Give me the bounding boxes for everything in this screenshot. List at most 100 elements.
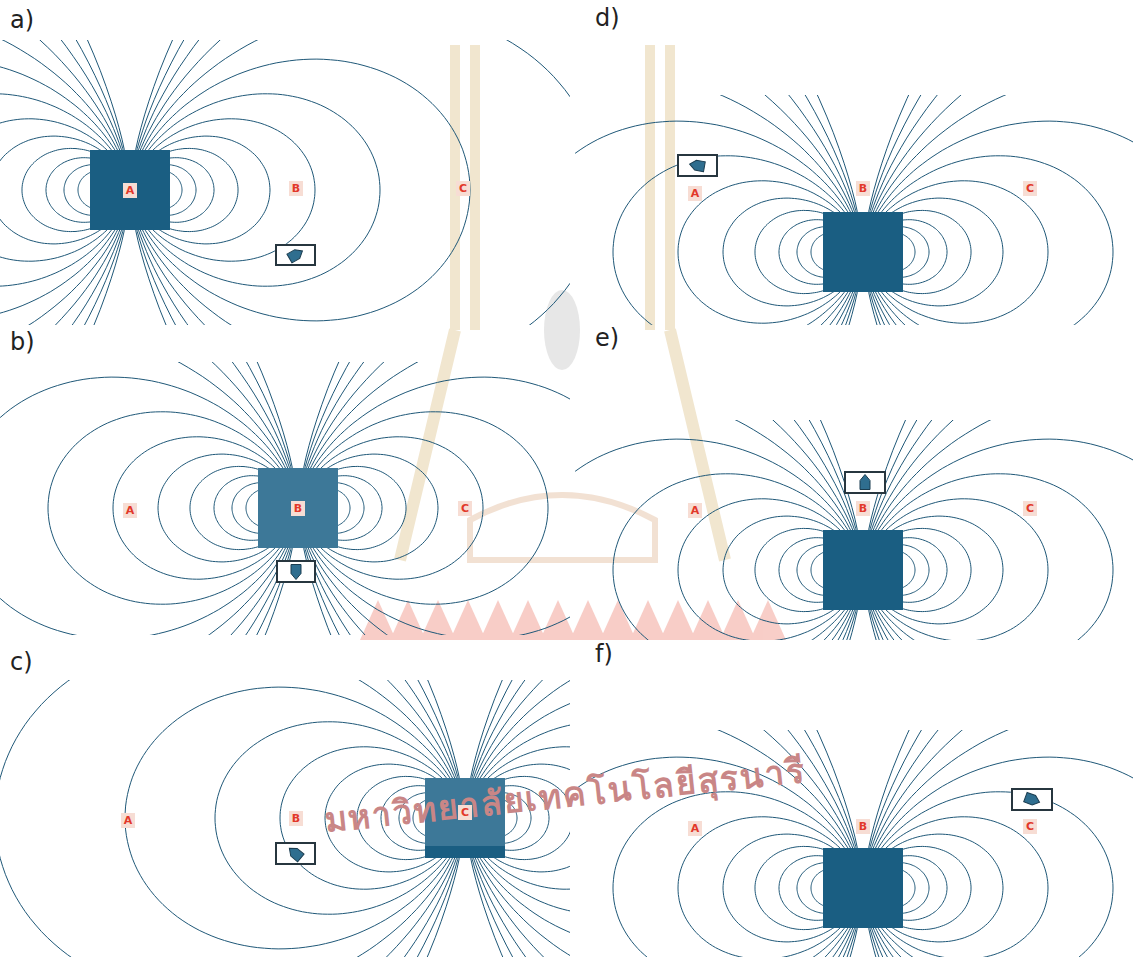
- point-label: C: [1023, 181, 1037, 196]
- field-line: [130, 40, 570, 325]
- compass-needle: [1024, 792, 1042, 807]
- field-lines: [0, 362, 570, 635]
- field-line: [0, 362, 298, 635]
- point-label: B: [856, 181, 870, 196]
- field-line: [863, 95, 1133, 325]
- field-line: [298, 377, 570, 635]
- point-label: C: [456, 181, 470, 196]
- panel-letter: e): [595, 324, 619, 352]
- point-label: B: [289, 811, 303, 826]
- field-lines: [0, 40, 570, 325]
- watermark-emblem: [470, 495, 655, 560]
- field-line: [863, 730, 1133, 957]
- compass: [845, 472, 885, 493]
- field-line: [863, 420, 1133, 640]
- point-label: B: [289, 181, 303, 196]
- compass: [1012, 789, 1052, 810]
- watermark-ray: [750, 600, 786, 640]
- field-line: [575, 730, 863, 957]
- field-lines: [0, 680, 570, 957]
- field-line: [298, 362, 570, 635]
- magnet: B: [258, 468, 338, 548]
- field-line: [575, 420, 863, 640]
- watermark-ray: [450, 600, 486, 640]
- compass: [678, 155, 717, 176]
- watermark-tower: [455, 45, 670, 330]
- compass-box: [845, 472, 885, 493]
- field-line: [130, 40, 570, 325]
- field-line: [863, 757, 1133, 957]
- compass-needle: [287, 247, 305, 263]
- magnet: [823, 848, 903, 928]
- field-line: [863, 730, 1133, 957]
- watermark-ray: [600, 600, 636, 640]
- field-line: [863, 95, 1133, 325]
- field-line: [575, 95, 863, 325]
- panel-letter: a): [10, 6, 34, 34]
- compass-needle: [286, 845, 304, 862]
- compass-box: [276, 843, 315, 864]
- field-line: [575, 420, 863, 640]
- compass: [277, 561, 315, 582]
- point-label: C: [458, 501, 472, 516]
- compass: [276, 245, 315, 265]
- field-line: [298, 362, 570, 635]
- watermark: มหาวิทยาลัยเทคโนโลยีสุรนารี: [322, 743, 809, 847]
- field-line: [575, 730, 863, 957]
- field-line: [130, 40, 570, 325]
- field-line: [298, 362, 570, 635]
- field-line: [298, 362, 570, 635]
- field-line: [575, 121, 863, 325]
- magnet: [823, 212, 903, 292]
- compass: [276, 843, 315, 864]
- point-label: A: [121, 813, 136, 828]
- point-label: A: [688, 821, 703, 836]
- field-line: [575, 730, 863, 957]
- field-line: [575, 730, 863, 957]
- field-lines: [575, 95, 1133, 325]
- field-line: [863, 420, 1133, 640]
- field-line: [575, 95, 863, 325]
- point-label: B: [291, 501, 305, 516]
- field-line: [0, 377, 298, 635]
- field-line: [863, 420, 1133, 640]
- point-label: C: [1023, 501, 1037, 516]
- field-line: [863, 95, 1133, 325]
- field-line: [0, 362, 298, 635]
- field-line: [298, 362, 570, 635]
- compass-box: [678, 155, 717, 176]
- field-line: [575, 420, 863, 640]
- compass-needle: [291, 565, 301, 580]
- field-line: [0, 362, 298, 635]
- field-line: [863, 95, 1133, 325]
- field-line: [130, 59, 470, 321]
- watermark-ray: [570, 600, 606, 640]
- field-line: [575, 420, 863, 640]
- field-line: [863, 439, 1133, 640]
- watermark-ray: [390, 600, 426, 640]
- compass-box: [277, 561, 315, 582]
- magnet: A: [90, 150, 170, 230]
- field-line: [130, 40, 570, 325]
- panel-letter: b): [10, 328, 35, 356]
- watermark-ray: [360, 600, 396, 640]
- field-line: [575, 95, 863, 325]
- watermark-logo: [360, 45, 786, 640]
- field-line: [575, 95, 863, 325]
- field-line: [575, 439, 863, 640]
- point-label: B: [856, 819, 870, 834]
- compass-box: [1012, 789, 1052, 810]
- watermark-ray: [510, 600, 546, 640]
- field-line: [0, 362, 298, 635]
- magnet: [823, 530, 903, 610]
- field-line: [863, 121, 1133, 325]
- field-line: [0, 362, 298, 635]
- field-line: [863, 95, 1133, 325]
- field-lines: [575, 730, 1133, 957]
- watermark-statue: [544, 290, 580, 370]
- watermark-ray: [660, 600, 696, 640]
- point-label: A: [123, 183, 138, 198]
- point-label: A: [688, 503, 703, 518]
- watermark-ray: [690, 600, 726, 640]
